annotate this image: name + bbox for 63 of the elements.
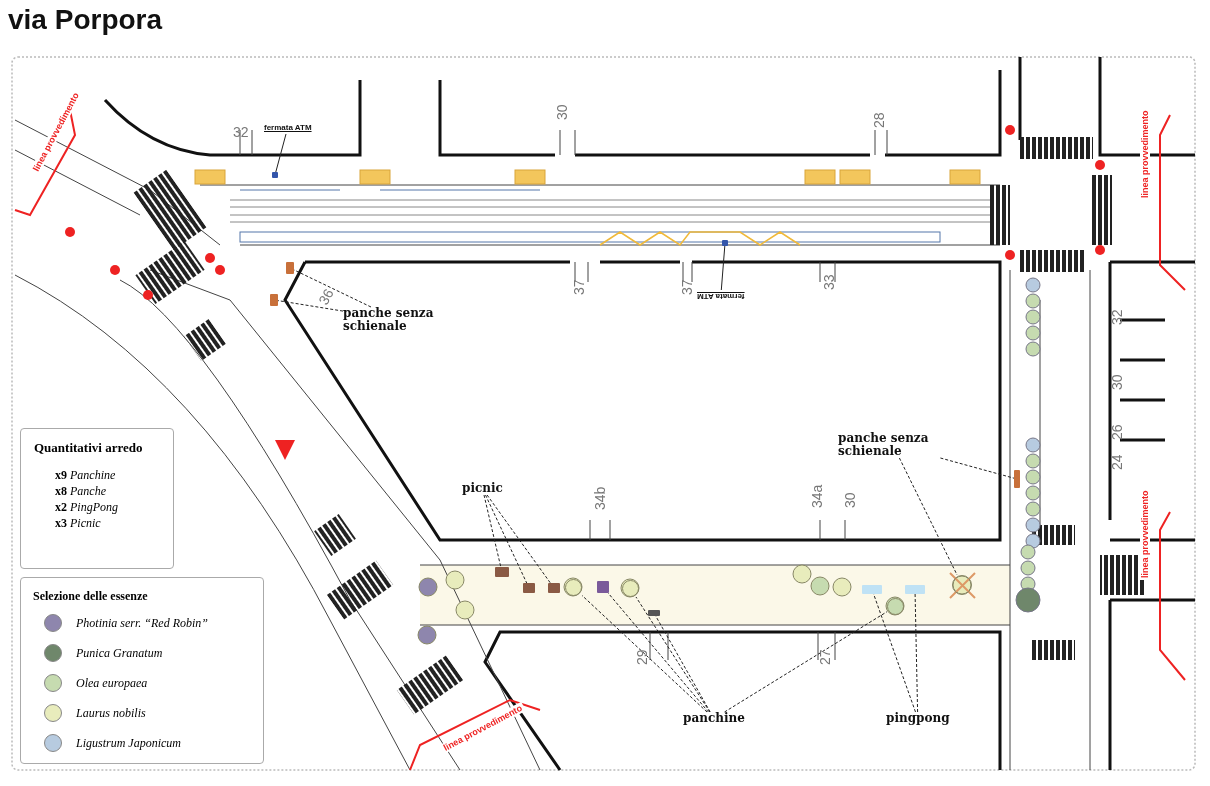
leader-line bbox=[635, 596, 711, 713]
legend-item: Photinia serr. “Red Robin” bbox=[76, 616, 208, 631]
bench bbox=[286, 262, 294, 274]
callout-label: panchine bbox=[683, 712, 745, 725]
bench bbox=[270, 294, 278, 306]
callout-label: picnic bbox=[462, 482, 503, 495]
picnic-table bbox=[523, 583, 535, 593]
bus-stop-marker bbox=[272, 172, 278, 178]
house-number: 28 bbox=[872, 112, 886, 128]
quantity-item: x8 Panche bbox=[55, 484, 106, 499]
leader-line bbox=[607, 592, 709, 713]
legend-item: Punica Granatum bbox=[76, 646, 163, 661]
leader-line bbox=[293, 269, 372, 308]
leader-line bbox=[581, 594, 708, 713]
callout-label: pingpong bbox=[886, 712, 950, 725]
ping-pong-table bbox=[905, 585, 925, 594]
legend-item: Olea europaea bbox=[76, 676, 148, 691]
leader-line bbox=[485, 494, 528, 584]
house-number: 30 bbox=[555, 104, 569, 120]
leader-line bbox=[873, 593, 916, 713]
leader-line bbox=[483, 494, 502, 568]
house-number: 36 bbox=[316, 286, 336, 307]
legend-item: Laurus nobilis bbox=[76, 706, 146, 721]
bus-stop-marker bbox=[722, 240, 728, 246]
quantity-item: x2 PingPong bbox=[55, 500, 118, 515]
picnic-table bbox=[548, 583, 560, 593]
house-number: 37 bbox=[680, 279, 694, 295]
house-number: 30 bbox=[843, 492, 857, 508]
house-number: 24 bbox=[1110, 454, 1124, 470]
boundary-label: linea provvedimento bbox=[1140, 108, 1150, 200]
house-number: 34a bbox=[810, 484, 824, 508]
ping-pong-table bbox=[862, 585, 882, 594]
leader-line bbox=[939, 457, 1015, 479]
callout-label: fermata ATM bbox=[697, 290, 745, 303]
picnic-table bbox=[495, 567, 509, 577]
house-number: 27 bbox=[818, 649, 832, 665]
house-number: 32 bbox=[1110, 309, 1124, 325]
house-number: 34b bbox=[593, 486, 607, 510]
leader-line bbox=[655, 615, 711, 713]
bench bbox=[648, 610, 660, 616]
legend-heading: Selezione delle essenze bbox=[33, 589, 148, 604]
house-number: 26 bbox=[1110, 424, 1124, 440]
callout-label: fermata ATM bbox=[264, 121, 312, 134]
house-number: 37 bbox=[572, 279, 586, 295]
leader-line bbox=[914, 593, 919, 713]
page-title: via Porpora bbox=[8, 4, 163, 36]
legend-item: Ligustrum Japonicum bbox=[76, 736, 181, 751]
bench bbox=[597, 581, 609, 593]
quantity-item: x9 Panchine bbox=[55, 468, 116, 483]
house-number: 30 bbox=[1110, 374, 1124, 390]
boundary-label: linea provvedimento bbox=[1140, 488, 1150, 580]
quantity-item: x3 Picnic bbox=[55, 516, 101, 531]
house-number: 33 bbox=[822, 274, 836, 290]
leader-line bbox=[486, 494, 551, 584]
leader-line bbox=[277, 300, 344, 312]
leader-line bbox=[724, 611, 888, 713]
callout-label: panche senza schienale bbox=[343, 307, 453, 333]
house-number: 29 bbox=[635, 649, 649, 665]
callout-label: panche senza schienale bbox=[838, 432, 948, 458]
house-number: 32 bbox=[233, 125, 249, 139]
leader-line bbox=[898, 457, 958, 576]
legend-heading: Quantitativi arredo bbox=[34, 440, 143, 456]
bench bbox=[1014, 470, 1020, 488]
